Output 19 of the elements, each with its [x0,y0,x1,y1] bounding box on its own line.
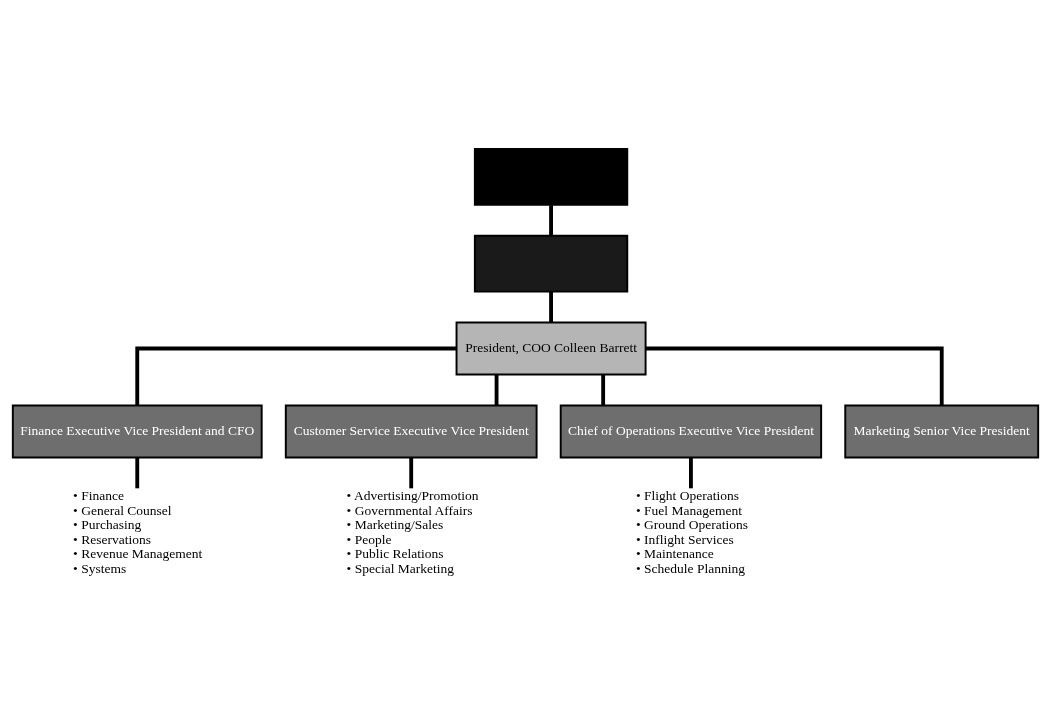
connector [549,204,553,235]
connector [689,457,693,488]
connector [135,346,457,405]
connector [135,457,140,488]
node-box: President, COO Colleen Barrett [455,321,647,376]
connector [409,457,414,488]
node-text: • Advertising/Promotion • Governmental Affairs • Marketing/Sales • People • Public Relations • Special Marketing [346,487,479,576]
node-text: • Flight Operations • Fuel Management • Ground Operations • Inflight Services • Maintenance • Schedule Planning [635,487,748,576]
connector [494,374,499,405]
node-box: Marketing Senior Vice President [844,403,1040,458]
node-text: • Finance • General Counsel • Purchasing • Reservations • Revenue Management • Systems [73,487,203,576]
node-box: Chief of Operations Executive Vice President [559,403,823,458]
connector [645,346,944,405]
connector [601,374,606,405]
node-box [473,147,629,206]
node-box [473,234,629,293]
connector [549,291,553,322]
node-box: Customer Service Executive Vice President [284,403,538,458]
node-box: Finance Executive Vice President and CFO [11,403,263,458]
